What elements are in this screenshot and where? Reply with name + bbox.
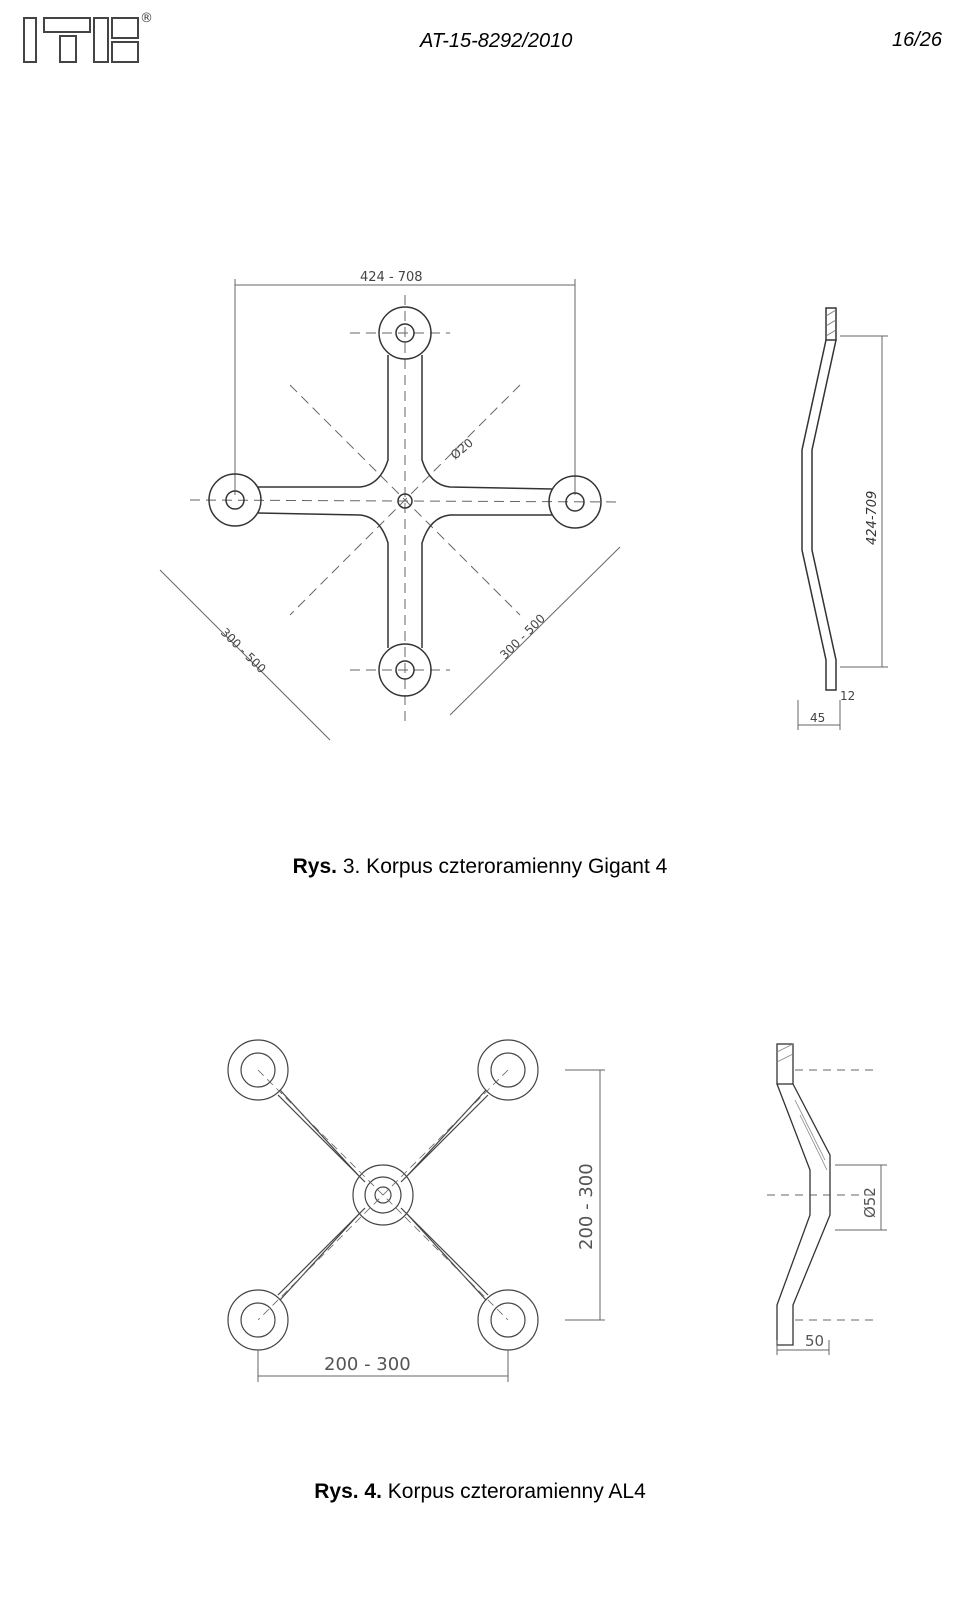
fig4-dim-vertical: 200 - 300 bbox=[576, 1163, 597, 1250]
fig3-side-dim-thickness: 12 bbox=[840, 689, 855, 703]
figure3-caption-prefix: Rys. bbox=[292, 855, 337, 878]
figure3-side-view: 424-709 12 45 bbox=[797, 307, 888, 730]
figure4-caption: Rys. 4. Korpus czteroramienny AL4 bbox=[0, 1480, 960, 1504]
document-number: AT-15-8292/2010 bbox=[420, 30, 573, 52]
figure3-caption: Rys. 3. Korpus czteroramienny Gigant 4 bbox=[0, 855, 960, 879]
figure4-caption-prefix: Rys. 4. bbox=[314, 1480, 382, 1503]
fig4-dim-horizontal: 200 - 300 bbox=[324, 1354, 411, 1375]
fig3-dim-top: 424 - 708 bbox=[360, 270, 423, 285]
figure3-caption-text: 3. Korpus czteroramienny Gigant 4 bbox=[337, 855, 668, 878]
page-number: 16/26 bbox=[892, 29, 943, 51]
registered-mark: ® bbox=[140, 11, 153, 26]
fig3-side-dim-height: 424-709 bbox=[865, 491, 880, 545]
fig3-dim-hole: Ø20 bbox=[448, 436, 476, 463]
figure4-side-view: Ø52 50 bbox=[767, 1043, 887, 1355]
fig3-side-dim-width: 45 bbox=[810, 711, 825, 725]
figure4-caption-text: Korpus czteroramienny AL4 bbox=[381, 1480, 646, 1503]
fig4-side-dim-width: 50 bbox=[805, 1332, 824, 1350]
itb-logo: ® bbox=[23, 11, 153, 63]
figure3-front-view: 424 - 708 Ø20 300 - 500 300 - 500 bbox=[159, 270, 621, 741]
figure4-front-view: 200 - 300 200 - 300 bbox=[227, 1039, 605, 1382]
fig3-dim-right-diag: 300 - 500 bbox=[497, 611, 548, 662]
fig3-dim-left-diag: 300 - 500 bbox=[218, 625, 269, 676]
fig4-side-dim-diameter: Ø52 bbox=[861, 1187, 879, 1218]
